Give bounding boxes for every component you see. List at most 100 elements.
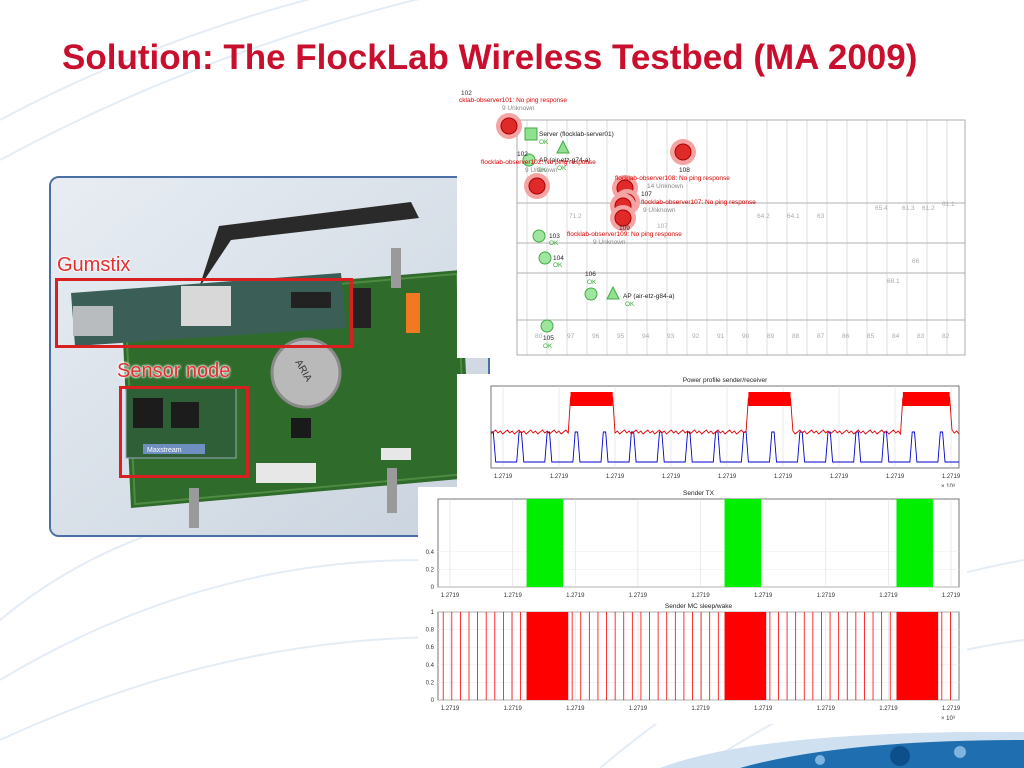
room-number: 85: [867, 333, 875, 340]
node-label: Server (flocklab-server01): [539, 131, 614, 138]
floorplan-top-label: 102: [461, 90, 472, 97]
module-label: Maxstream: [147, 447, 182, 454]
node-status: 9 Unknown: [525, 167, 558, 174]
room-number: 63: [817, 213, 825, 220]
burst-area: [526, 612, 569, 700]
antenna: [199, 202, 419, 288]
plot-area: [437, 498, 960, 588]
y-tick-label: 1: [431, 610, 435, 616]
node-status: 9 Unknown: [502, 105, 535, 112]
x-tick-label: 1.2719: [629, 593, 648, 599]
board-illustration: ARIA Maxstream: [51, 178, 488, 535]
y-tick-label: 0.2: [426, 567, 435, 573]
node-status: OK: [539, 139, 549, 146]
node-label: cklab-observer101: No ping response: [459, 97, 567, 104]
node-ok-marker: [584, 287, 598, 301]
y-tick-label: 0: [431, 698, 435, 704]
plot-area: [437, 611, 960, 701]
slide-title: Solution: The FlockLab Wireless Testbed …: [62, 38, 918, 77]
node-label: 103: [549, 233, 560, 240]
burst-area: [526, 499, 564, 587]
node-ok-marker: [532, 229, 546, 243]
x-tick-label: 1.2719: [503, 706, 522, 712]
x-tick-label: 1.2719: [566, 593, 585, 599]
x-tick-label: 1.2719: [942, 474, 961, 480]
decorative-banner: [660, 731, 1024, 768]
node-label: 102: [517, 151, 528, 158]
node-label: flocklab-observer109: No ping response: [567, 231, 682, 238]
room-number: 64.1: [787, 213, 800, 220]
x-tick-label: 1.2719: [942, 593, 961, 599]
burst-area: [724, 499, 762, 587]
room-number: 66: [912, 258, 920, 265]
sender-series-line: [491, 431, 959, 463]
room-number: 64.2: [757, 213, 770, 220]
room-number: 84: [892, 333, 900, 340]
x-tick-label: 1.2719: [817, 706, 836, 712]
floorplan-panel: 71.26564.264.16365.461.361.261.16668.197…: [457, 88, 967, 358]
room-number: 96: [592, 333, 600, 340]
server-marker: [524, 127, 538, 141]
y-tick-label: 0.8: [426, 628, 435, 634]
plot-title: Power profile sender/receiver: [683, 377, 768, 384]
x-tick-label: 1.2719: [441, 593, 460, 599]
room-number: 107: [657, 223, 668, 230]
x-tick-label: 1.2719: [754, 706, 773, 712]
x-tick-label: 1.2719: [606, 474, 625, 480]
gumstix-label: Gumstix: [57, 254, 131, 276]
x-tick-label: 1.2719: [662, 474, 681, 480]
x-tick-label: 1.2719: [754, 593, 773, 599]
node-status: OK: [543, 343, 553, 350]
plot-title: Sender TX: [683, 490, 715, 497]
board-photo: ARIA Maxstream Gumstix Sensor node: [49, 176, 490, 537]
room-number: 61.3: [902, 205, 915, 212]
access-point-marker: [606, 285, 620, 300]
room-number: 61.1: [942, 201, 955, 208]
sender-mc-plot: Sender MC sleep/wake 1.2719 1.2719 1.2719 1.…: [418, 600, 967, 724]
node-ok-marker: [538, 251, 552, 265]
node-error-marker: [674, 143, 692, 161]
room-number: 90: [742, 333, 750, 340]
node-label: AP (air-etz-g84-a): [623, 293, 675, 300]
node-status: OK: [549, 240, 559, 247]
power-burst: [748, 392, 791, 406]
node-status: 14 Unknown: [647, 183, 684, 190]
access-point-marker: [556, 139, 570, 154]
node-ok-marker: [540, 319, 554, 333]
y-tick-label: 0.4: [426, 663, 435, 669]
node-status: 9 Unknown: [593, 239, 626, 246]
room-number: 65.4: [875, 205, 888, 212]
room-number: 71.2: [569, 213, 582, 220]
node-error-marker: [500, 117, 518, 135]
y-tick-label: 0.6: [426, 645, 435, 651]
room-number: 93: [667, 333, 675, 340]
room-number: 91: [717, 333, 725, 340]
power-burst: [902, 392, 950, 406]
x-tick-label: 1.2719: [550, 474, 569, 480]
node-label: 108: [679, 167, 690, 174]
node-error-marker: [614, 209, 632, 227]
room-number: 97: [567, 333, 575, 340]
node-status: 9 Unknown: [643, 207, 676, 214]
power-burst: [570, 392, 613, 406]
x-tick-label: 1.2719: [566, 706, 585, 712]
x-tick-label: 1.2719: [774, 474, 793, 480]
receiver-series-line: [490, 395, 960, 436]
room-number: 94: [642, 333, 650, 340]
node-error-marker: [528, 177, 546, 195]
node-status: OK: [553, 262, 563, 269]
x-tick-label: 1.2719: [691, 706, 710, 712]
room-number: 95: [617, 333, 625, 340]
x-tick-label: 1.2719: [691, 593, 710, 599]
burst-area: [724, 612, 767, 700]
x-tick-label: 1.2719: [817, 593, 836, 599]
x-tick-label: 1.2719: [629, 706, 648, 712]
node-status: OK: [587, 279, 597, 286]
plot-title: Sender MC sleep/wake: [665, 603, 733, 610]
room-number: 83: [917, 333, 925, 340]
node-label: 106: [585, 271, 596, 278]
room-number: 80: [535, 333, 543, 340]
x-tick-label: 1.2719: [494, 474, 513, 480]
sensor-node-highlight-box: [119, 386, 249, 478]
node-ok-marker: [522, 153, 536, 167]
